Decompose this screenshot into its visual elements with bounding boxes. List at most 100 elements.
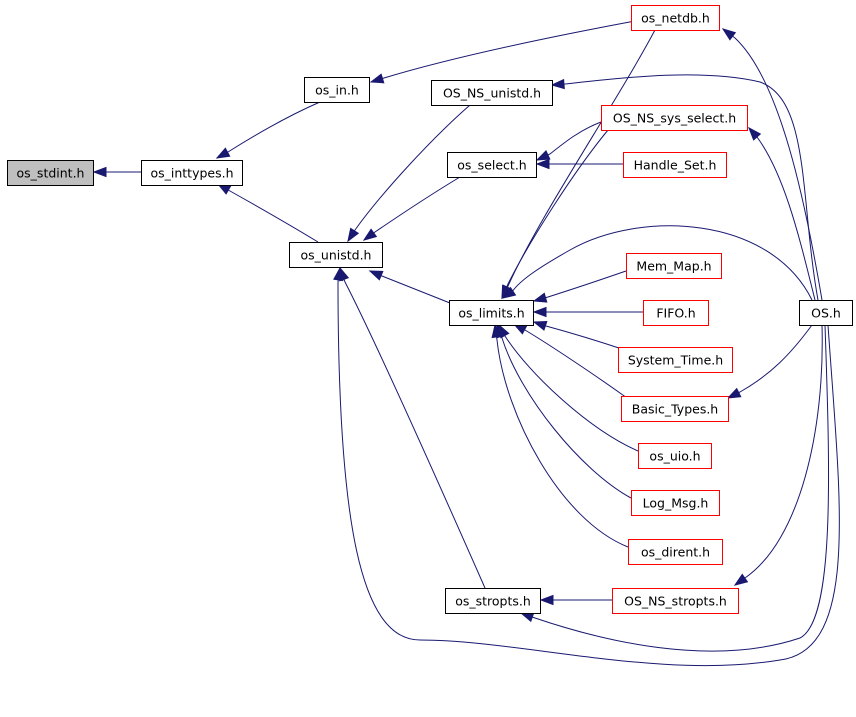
node-fifo[interactable]: FIFO.h — [643, 300, 709, 326]
arrow-head — [368, 270, 384, 281]
arrow-head — [347, 227, 360, 243]
node-label: Basic_Types.h — [632, 402, 718, 417]
node-box — [626, 253, 722, 279]
node-label: OS_NS_unistd.h — [443, 86, 541, 101]
edge-line — [217, 183, 319, 243]
arrow-head — [539, 594, 554, 606]
node-label: OS.h — [811, 306, 841, 321]
edge-OS-to-os_netdb — [721, 28, 823, 301]
edge-line — [533, 321, 626, 351]
arrow-head — [362, 228, 378, 241]
edge-line — [513, 323, 628, 399]
arrow-head — [369, 73, 385, 84]
node-os[interactable]: OS.h — [799, 300, 853, 326]
node-label: os_unistd.h — [301, 248, 372, 263]
node-label: Mem_Map.h — [636, 259, 711, 274]
arrow-head — [501, 286, 517, 299]
node-mem-map[interactable]: Mem_Map.h — [626, 253, 722, 279]
node-os-dirent[interactable]: os_dirent.h — [628, 539, 723, 565]
node-os-in[interactable]: os_in.h — [304, 77, 370, 103]
node-box — [304, 77, 370, 103]
node-label: FIFO.h — [656, 306, 695, 321]
node-basic-types[interactable]: Basic_Types.h — [621, 396, 729, 422]
edge-os_select-to-os_unistd — [362, 176, 461, 241]
node-os-inttypes[interactable]: os_inttypes.h — [141, 160, 243, 186]
node-label: os_dirent.h — [641, 545, 710, 560]
arrow-head — [92, 166, 107, 178]
edge-line — [551, 74, 819, 301]
node-system-time[interactable]: System_Time.h — [618, 347, 733, 373]
edge-os_limits-to-os_unistd — [368, 270, 456, 306]
arrow-head — [491, 323, 502, 339]
node-box — [638, 443, 712, 469]
node-label: os_in.h — [315, 83, 359, 98]
node-box — [628, 539, 723, 565]
edge-line — [370, 20, 636, 83]
nodes-layer: os_stdint.h os_inttypes.h os_in.h os_netdb.… — [7, 5, 853, 614]
node-box — [7, 160, 94, 186]
node-box — [631, 490, 720, 516]
arrow-head — [748, 126, 762, 141]
node-box — [621, 396, 729, 422]
edge-Basic_Types-to-os_limits — [512, 323, 628, 399]
edge-line — [337, 267, 840, 667]
node-label: Handle_Set.h — [634, 158, 717, 173]
edge-Mem_Map-to-os_limits — [532, 270, 627, 303]
node-log-msg[interactable]: Log_Msg.h — [631, 490, 720, 516]
node-box — [431, 80, 553, 106]
node-os-select[interactable]: os_select.h — [447, 152, 537, 178]
edge-OS_NS_stropts-to-os_stropts — [539, 594, 612, 606]
edge-OS-to-OS_NS_sys_select — [748, 126, 816, 301]
edge-OS-to-os_limits — [501, 225, 813, 301]
node-os-stropts[interactable]: os_stropts.h — [445, 588, 541, 614]
edge-OS-to-Basic_Types — [726, 324, 813, 399]
edge-os_netdb-to-os_in — [369, 20, 636, 84]
edge-os_inttypes-to-os_stdint — [92, 166, 141, 178]
arrow-head — [726, 387, 742, 399]
edge-Log_Msg-to-os_limits — [496, 323, 632, 499]
node-label: os_inttypes.h — [150, 166, 233, 181]
node-label: os_netdb.h — [641, 11, 710, 26]
arrow-head — [532, 292, 548, 303]
node-os-ns-sys-select[interactable]: OS_NS_sys_select.h — [601, 105, 748, 131]
node-box — [601, 105, 748, 131]
node-box — [631, 5, 720, 31]
node-os-limits[interactable]: os_limits.h — [449, 300, 534, 326]
node-box — [618, 347, 733, 373]
edge-os_in-to-os_inttypes — [215, 101, 321, 159]
edge-line — [501, 129, 609, 299]
arrow-head — [535, 150, 551, 161]
node-label: os_uio.h — [649, 449, 700, 464]
edge-os_dirent-to-os_limits — [491, 323, 629, 548]
node-os-ns-stropts[interactable]: OS_NS_stropts.h — [612, 588, 739, 614]
node-os-netdb[interactable]: os_netdb.h — [631, 5, 720, 31]
edge-line — [347, 104, 471, 242]
node-os-ns-unistd[interactable]: OS_NS_unistd.h — [431, 80, 553, 106]
node-label: os_stropts.h — [455, 594, 531, 609]
edge-line — [339, 267, 486, 589]
edge-line — [494, 324, 629, 548]
arrow-head — [519, 612, 535, 623]
edge-line — [363, 176, 461, 241]
edge-line — [369, 270, 456, 306]
edge-os_unistd-to-os_inttypes — [216, 183, 319, 243]
edge-OS-to-OS_NS_stropts — [733, 324, 823, 586]
arrow-head — [733, 573, 749, 586]
node-handle-set[interactable]: Handle_Set.h — [623, 152, 727, 178]
edge-line — [748, 127, 816, 301]
edge-line — [496, 324, 632, 499]
edge-line — [533, 270, 627, 302]
node-box — [643, 300, 709, 326]
node-os-uio[interactable]: os_uio.h — [638, 443, 712, 469]
edge-Handle_Set-to-os_select — [535, 158, 623, 170]
edge-line — [502, 225, 813, 301]
node-box — [447, 152, 537, 178]
node-box — [141, 160, 243, 186]
edge-line — [722, 28, 823, 301]
node-box — [799, 300, 853, 326]
node-os-unistd[interactable]: os_unistd.h — [289, 242, 383, 268]
edge-line — [727, 324, 813, 399]
arrow-head — [333, 266, 344, 282]
node-os-stdint[interactable]: os_stdint.h — [7, 160, 94, 186]
